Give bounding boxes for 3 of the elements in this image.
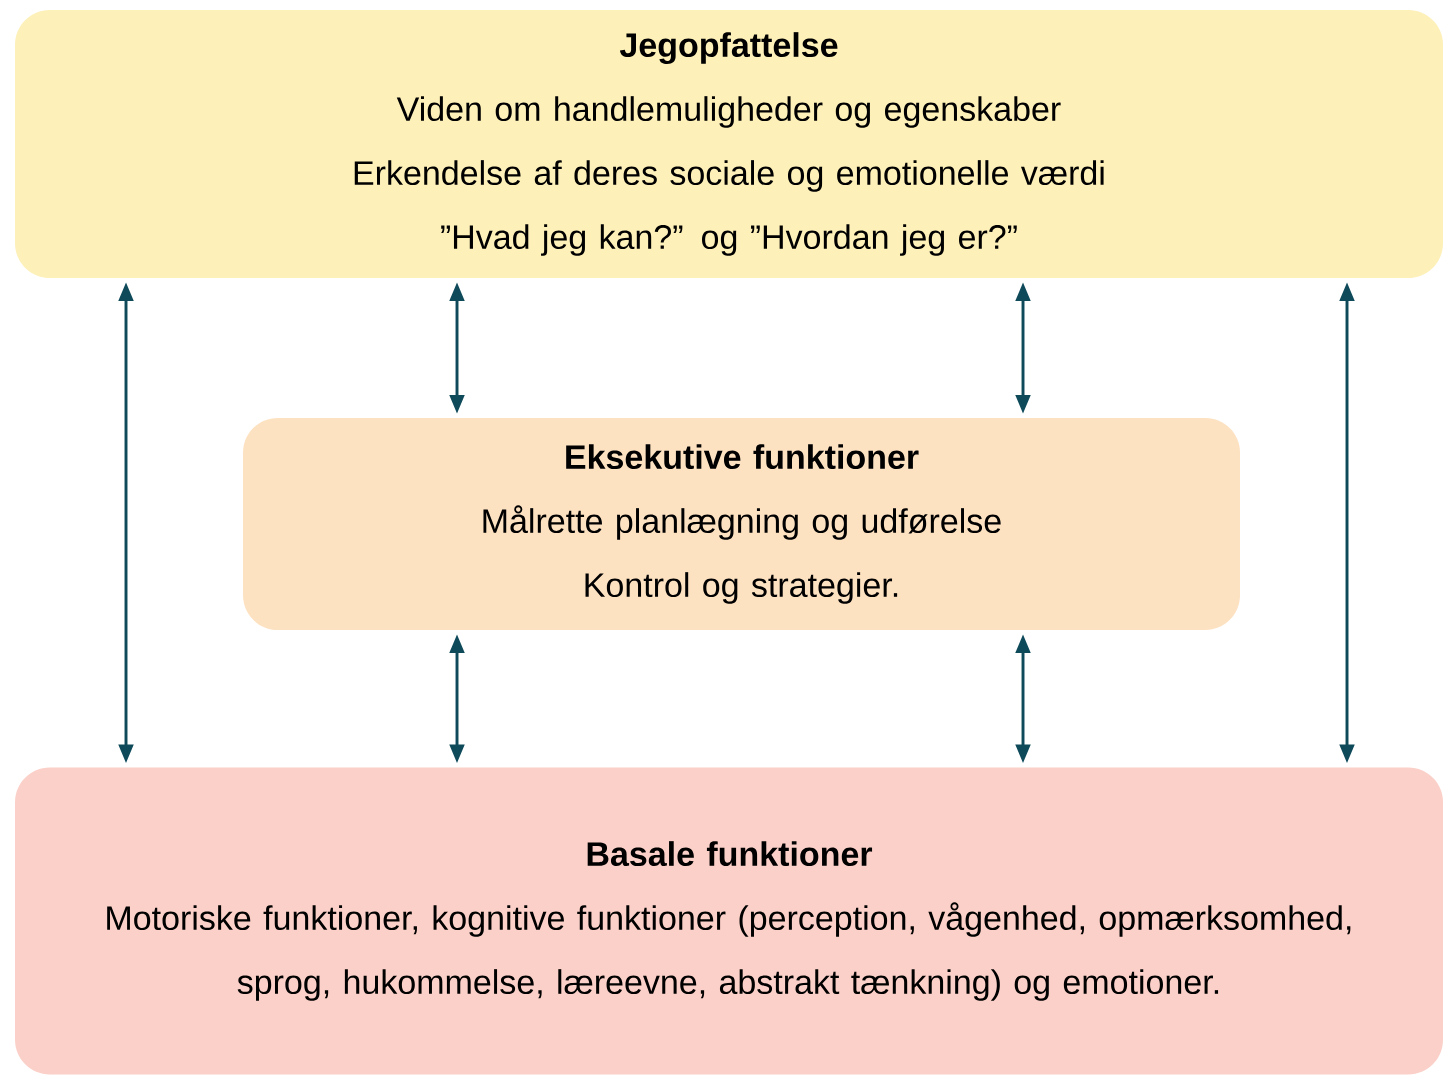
middle-box: Eksekutive funktioner Målrette planlægning og udførelse Kontrol og strategier. (243, 418, 1240, 630)
top-box: Jegopfattelse Viden om handlemuligheder og egenskaber Erkendelse af deres sociale og emotionelle værdi ”Hvad jeg kan?” og ”Hvordan jeg er?” (15, 10, 1443, 278)
bottom-box: Basale funktioner Motoriske funktioner, kognitive funktioner (perception, vågenhed, opmærksomhed, sprog, hukommelse, læreevne, abstrakt tænkning) og emotioner. (15, 767, 1443, 1075)
